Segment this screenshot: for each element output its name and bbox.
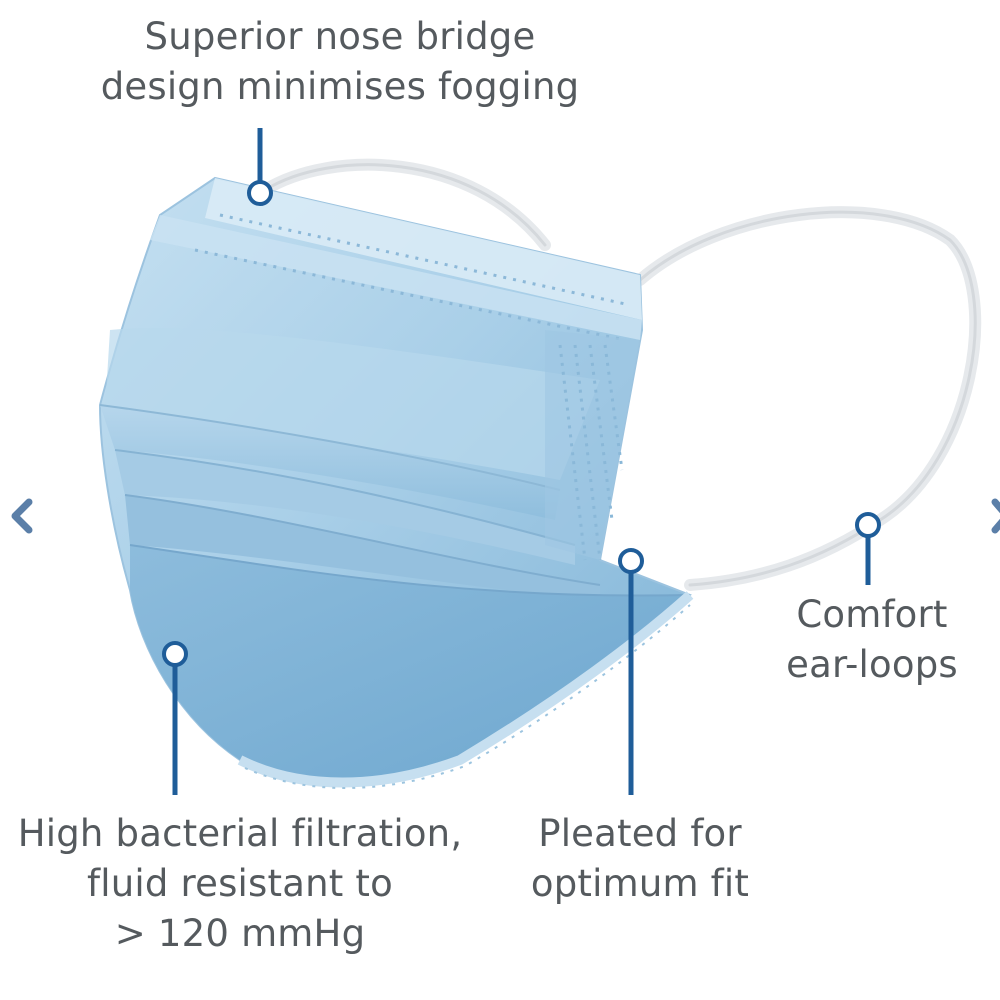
callout-pleated-line-1: Pleated for — [538, 812, 742, 855]
chevron-right-icon — [991, 498, 1000, 534]
callout-nose-bridge: Superior nose bridge design minimises fo… — [40, 12, 640, 112]
callout-filtration-line-1: High bacterial filtration, — [17, 812, 463, 855]
callout-leaders — [162, 128, 881, 795]
callout-filtration-line-2: fluid resistant to — [87, 862, 393, 905]
callout-pleated: Pleated for optimum fit — [510, 809, 770, 909]
callout-nose-bridge-line-1: Superior nose bridge — [144, 15, 536, 58]
callout-ear-loops: Comfort ear-loops — [762, 590, 982, 690]
callout-ear-loops-line-1: Comfort — [796, 593, 948, 636]
chevron-left-icon — [11, 498, 33, 534]
callout-pleated-line-2: optimum fit — [530, 862, 750, 905]
callout-filtration-line-3: > 120 mmHg — [114, 912, 366, 955]
callout-nose-bridge-line-2: design minimises fogging — [100, 65, 580, 108]
callout-ear-loops-line-2: ear-loops — [786, 643, 958, 686]
ear-loops — [259, 158, 982, 591]
callout-filtration: High bacterial filtration, fluid resista… — [0, 809, 480, 959]
face-mask — [98, 176, 694, 789]
carousel-next-button[interactable] — [978, 486, 1000, 546]
carousel-prev-button[interactable] — [2, 486, 42, 546]
